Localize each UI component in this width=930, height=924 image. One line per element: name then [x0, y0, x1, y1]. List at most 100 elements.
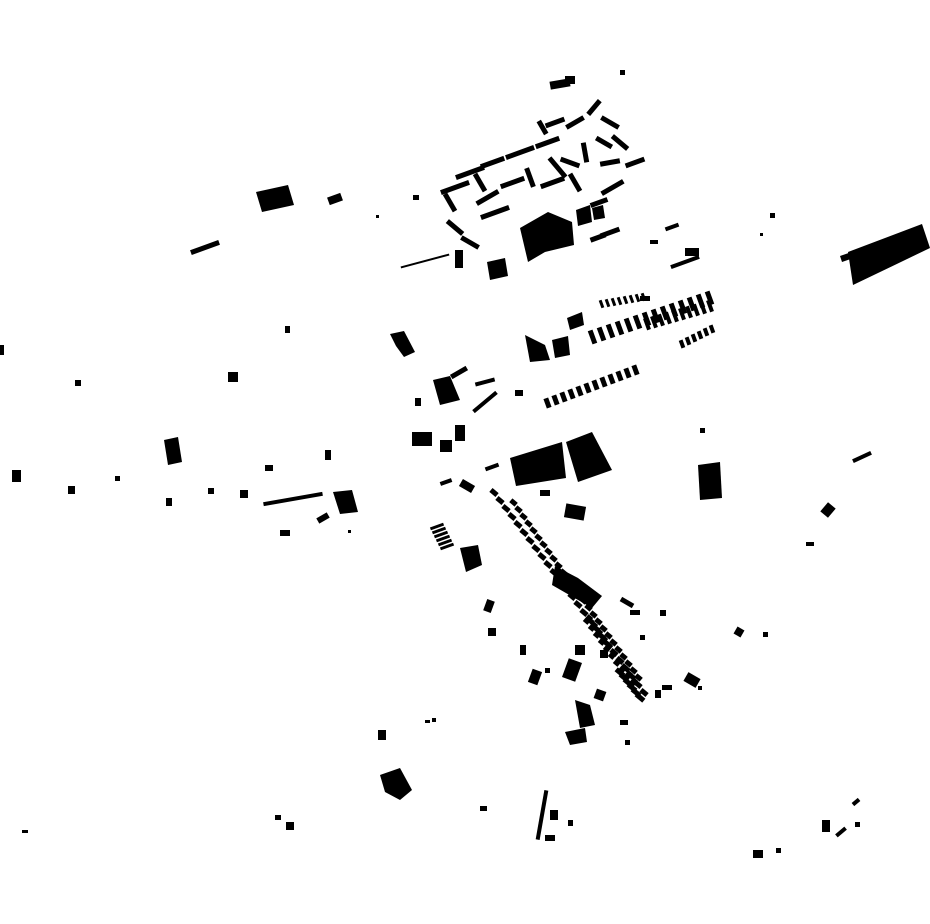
- building: [256, 185, 294, 212]
- building: [519, 512, 528, 521]
- building: [525, 536, 535, 545]
- building: [634, 692, 646, 703]
- building: [806, 542, 814, 546]
- building: [549, 568, 559, 577]
- building: [733, 626, 745, 638]
- building: [660, 610, 666, 616]
- building: [605, 323, 616, 339]
- building: [582, 614, 594, 625]
- building: [455, 250, 463, 268]
- building: [580, 142, 590, 163]
- building: [263, 491, 323, 507]
- building: [591, 379, 600, 391]
- building: [552, 336, 570, 358]
- building: [592, 628, 604, 639]
- building: [620, 70, 625, 75]
- building: [495, 496, 505, 505]
- building: [610, 134, 630, 151]
- building: [562, 658, 582, 682]
- building: [543, 397, 552, 409]
- building: [612, 656, 624, 667]
- building: [706, 299, 714, 313]
- building: [275, 815, 281, 820]
- building: [685, 305, 693, 319]
- building: [640, 296, 650, 301]
- building: [524, 167, 536, 188]
- building: [639, 688, 649, 697]
- building: [593, 688, 607, 702]
- building: [683, 672, 701, 688]
- building: [610, 297, 617, 307]
- building: [425, 720, 430, 723]
- building: [664, 222, 680, 232]
- building: [442, 192, 458, 213]
- building: [594, 617, 603, 626]
- building: [524, 519, 533, 528]
- building: [576, 205, 592, 226]
- building: [439, 542, 455, 551]
- building: [822, 820, 830, 832]
- building: [208, 488, 214, 494]
- building: [483, 598, 495, 614]
- building: [634, 673, 643, 682]
- building: [348, 530, 351, 533]
- building: [537, 552, 547, 561]
- building: [540, 490, 550, 496]
- building: [599, 158, 621, 167]
- building: [432, 718, 436, 722]
- building: [499, 175, 526, 190]
- building: [567, 312, 584, 330]
- building: [534, 135, 561, 150]
- building: [547, 156, 568, 179]
- building: [589, 232, 607, 243]
- building: [415, 398, 421, 406]
- building: [678, 307, 686, 321]
- building: [437, 538, 453, 547]
- building: [708, 324, 716, 334]
- building: [400, 253, 450, 269]
- building: [472, 390, 498, 414]
- building: [573, 600, 583, 609]
- building: [286, 822, 294, 830]
- building: [640, 635, 645, 640]
- building: [586, 98, 602, 117]
- building: [380, 768, 412, 800]
- building: [565, 76, 575, 84]
- building: [539, 540, 548, 549]
- building: [536, 119, 549, 136]
- buildings-layer: [0, 70, 930, 858]
- building: [479, 155, 506, 170]
- building: [575, 700, 595, 728]
- building: [770, 213, 775, 218]
- building: [75, 380, 81, 386]
- building: [285, 326, 290, 333]
- building: [835, 826, 847, 838]
- building: [510, 442, 566, 486]
- building: [855, 822, 860, 827]
- building: [616, 296, 623, 306]
- building: [596, 326, 607, 342]
- building: [631, 364, 640, 376]
- building: [445, 219, 465, 236]
- building: [698, 462, 722, 500]
- building: [575, 385, 584, 397]
- building: [433, 376, 460, 405]
- building: [607, 649, 619, 660]
- building: [520, 645, 526, 655]
- building: [704, 290, 715, 306]
- building: [624, 156, 646, 169]
- building: [650, 308, 661, 324]
- building: [699, 301, 707, 315]
- building: [615, 370, 624, 382]
- building: [568, 820, 573, 826]
- building: [475, 189, 500, 206]
- building: [579, 596, 588, 605]
- building: [624, 659, 633, 668]
- building: [698, 686, 702, 690]
- building: [702, 327, 710, 337]
- building: [625, 740, 630, 745]
- building: [0, 345, 4, 355]
- building: [501, 504, 511, 513]
- building: [412, 432, 432, 446]
